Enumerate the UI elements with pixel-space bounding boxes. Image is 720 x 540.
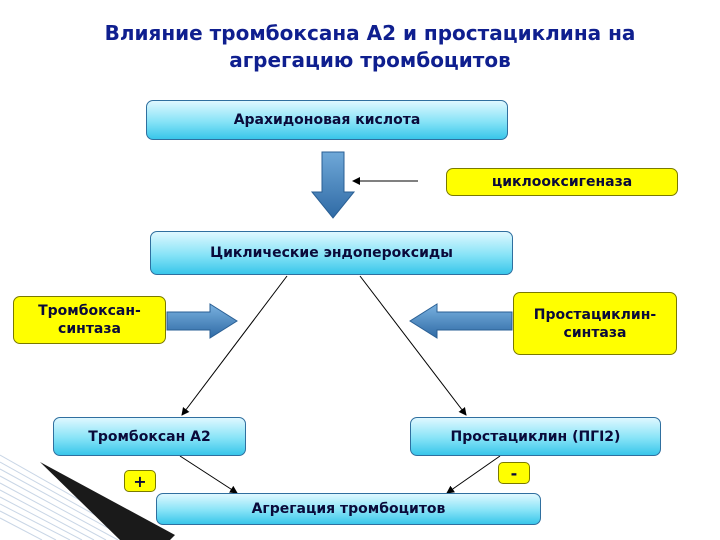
node-prostacyclin-synthase: Простациклин-синтаза [513, 292, 677, 355]
arrow-to-thromboxane [181, 275, 288, 416]
minus-sign-badge: - [498, 462, 530, 484]
node-cyclic-endoperoxides: Циклические эндопероксиды [150, 231, 513, 275]
arrow-thromboxane-to-aggregation [179, 455, 238, 494]
node-thromboxane-a2: Тромбоксан А2 [53, 417, 246, 456]
page-title: Влияние тромбоксана А2 и простациклина н… [104, 21, 636, 72]
node-platelet-aggregation: Агрегация тромбоцитов [156, 493, 541, 525]
node-cyclooxygenase: циклооксигеназа [446, 168, 678, 196]
corner-accent-shape [40, 462, 175, 540]
block-arrow-right [166, 303, 238, 339]
arrow-prostacyclin-to-aggregation [446, 455, 501, 494]
node-prostacyclin: Простациклин (ПГI2) [410, 417, 661, 456]
block-arrow-left [409, 303, 513, 339]
plus-sign-badge: + [124, 470, 156, 492]
arrow-to-prostacyclin [359, 275, 467, 416]
block-arrow-down [310, 151, 356, 219]
node-thromboxane-synthase: Тромбоксан-синтаза [13, 296, 166, 344]
node-arachidonic-acid: Арахидоновая кислота [146, 100, 508, 140]
